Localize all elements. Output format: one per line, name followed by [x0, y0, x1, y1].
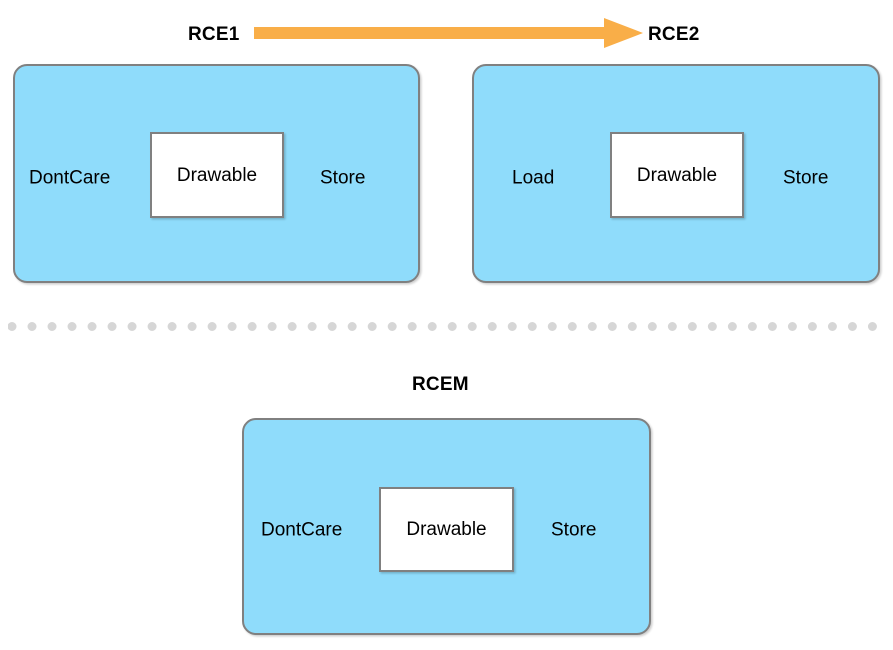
panel-title-rce1: RCE1	[188, 24, 240, 45]
panel-title-rce2: RCE2	[648, 24, 700, 45]
panel-rce2-right-label: Store	[783, 167, 829, 189]
panel-rce2-drawable-label: Drawable	[636, 164, 718, 186]
right-arrow-icon	[254, 18, 643, 48]
panel-rcem-drawable-box: Drawable	[379, 487, 514, 572]
panel-title-rcem: RCEM	[412, 374, 469, 395]
panel-rce1-drawable-box: Drawable	[150, 132, 284, 218]
panel-rcem-left-label: DontCare	[261, 519, 343, 541]
panel-rce1-right-label: Store	[320, 167, 366, 189]
panel-rcem-right-label: Store	[551, 519, 597, 541]
dotted-separator-icon	[8, 322, 880, 331]
panel-rce2-drawable-box: Drawable	[610, 132, 744, 218]
panel-rce2-left-label: Load	[512, 167, 555, 189]
panel-rcem-drawable-label: Drawable	[406, 519, 487, 540]
panel-rce1-drawable-label: Drawable	[176, 164, 258, 186]
panel-rce1-left-label: DontCare	[29, 167, 111, 189]
